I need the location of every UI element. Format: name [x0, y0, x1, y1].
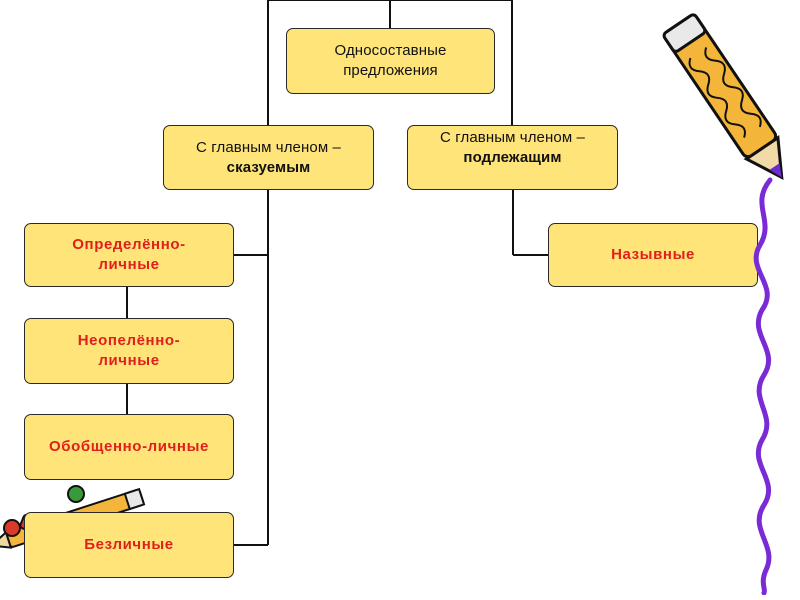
- item-impersonal-line1: Безличные: [84, 536, 174, 553]
- item-definite-personal-line1: Определённо-: [72, 236, 186, 253]
- item-definite-personal: Определённо- личные: [24, 223, 234, 287]
- squiggle-line: [753, 177, 773, 595]
- item-nominative: Назывные: [548, 223, 758, 287]
- group-predicate-prefix: С главным членом –: [196, 138, 341, 156]
- item-impersonal: Безличные: [24, 512, 234, 578]
- group-subject-emphasis: подлежащим: [463, 149, 562, 166]
- root-node: Односоставные предложения: [286, 28, 495, 94]
- item-generalized-personal-line1: Обобщенно-личные: [49, 438, 209, 455]
- item-indefinite-personal-line1: Неопелённо-: [77, 332, 181, 349]
- item-definite-personal-line2: личные: [98, 256, 160, 273]
- group-predicate-emphasis: сказуемым: [226, 158, 311, 176]
- group-subject-node: С главным членом – подлежащим: [407, 125, 618, 190]
- item-indefinite-personal-line2: личные: [98, 352, 160, 369]
- group-predicate-node: С главным членом – сказуемым: [163, 125, 374, 190]
- root-node-line1: Односоставные: [334, 42, 447, 59]
- item-generalized-personal: Обобщенно-личные: [24, 414, 234, 480]
- pencil-icon: [662, 13, 784, 180]
- root-node-line2: предложения: [343, 62, 438, 79]
- item-indefinite-personal: Неопелённо- личные: [24, 318, 234, 384]
- group-subject-prefix: С главным членом –: [440, 129, 585, 146]
- item-nominative-line1: Назывные: [611, 246, 695, 263]
